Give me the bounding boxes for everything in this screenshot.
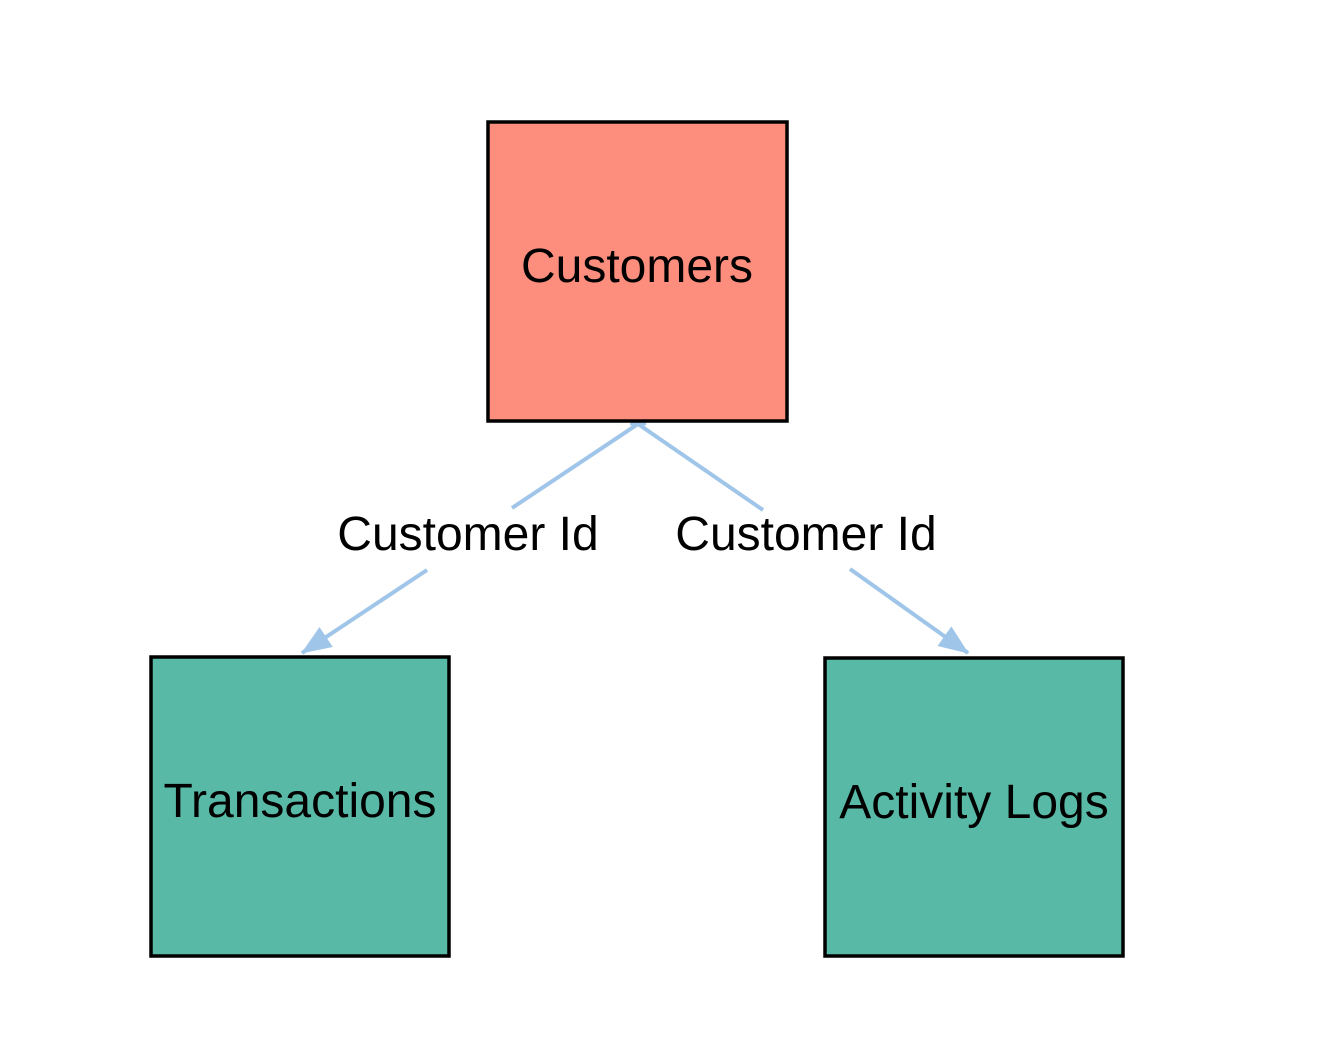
- node-activity-logs-box: [823, 656, 1125, 958]
- node-transactions-box: [149, 655, 451, 958]
- edge-customers-transactions: [300, 422, 640, 655]
- node-transactions: Transactions: [149, 655, 451, 958]
- node-customers-label: Customers: [521, 240, 753, 293]
- node-customers: Customers: [486, 120, 789, 423]
- node-activity-logs-label: Activity Logs: [839, 776, 1108, 829]
- edge-label-customer-id-right: Customer Id: [675, 508, 936, 561]
- node-customers-box: [486, 120, 789, 423]
- edge-line-upper: [636, 422, 765, 512]
- edge-label-customer-id-left: Customer Id: [337, 508, 598, 561]
- edge-line-lower-arrow: [300, 568, 429, 655]
- edge-line-lower-arrow: [848, 567, 970, 655]
- edge-line-upper: [510, 422, 640, 510]
- edge-customers-activity-logs: [636, 422, 970, 655]
- node-transactions-label: Transactions: [164, 775, 437, 828]
- node-activity-logs: Activity Logs: [823, 656, 1125, 958]
